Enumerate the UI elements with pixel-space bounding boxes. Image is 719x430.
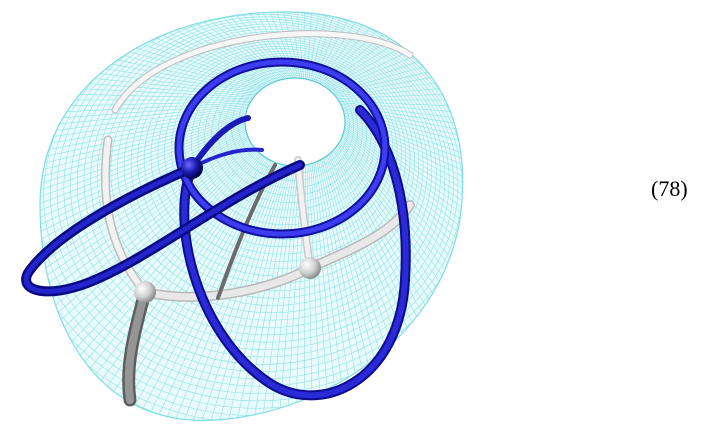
gray-vertex-right <box>299 257 321 279</box>
gray-vertex-left <box>134 281 156 303</box>
torus-graph-figure <box>0 0 560 430</box>
equation-number: (78) <box>651 176 711 202</box>
torus-hole <box>245 78 345 166</box>
blue-vertex <box>181 157 203 179</box>
